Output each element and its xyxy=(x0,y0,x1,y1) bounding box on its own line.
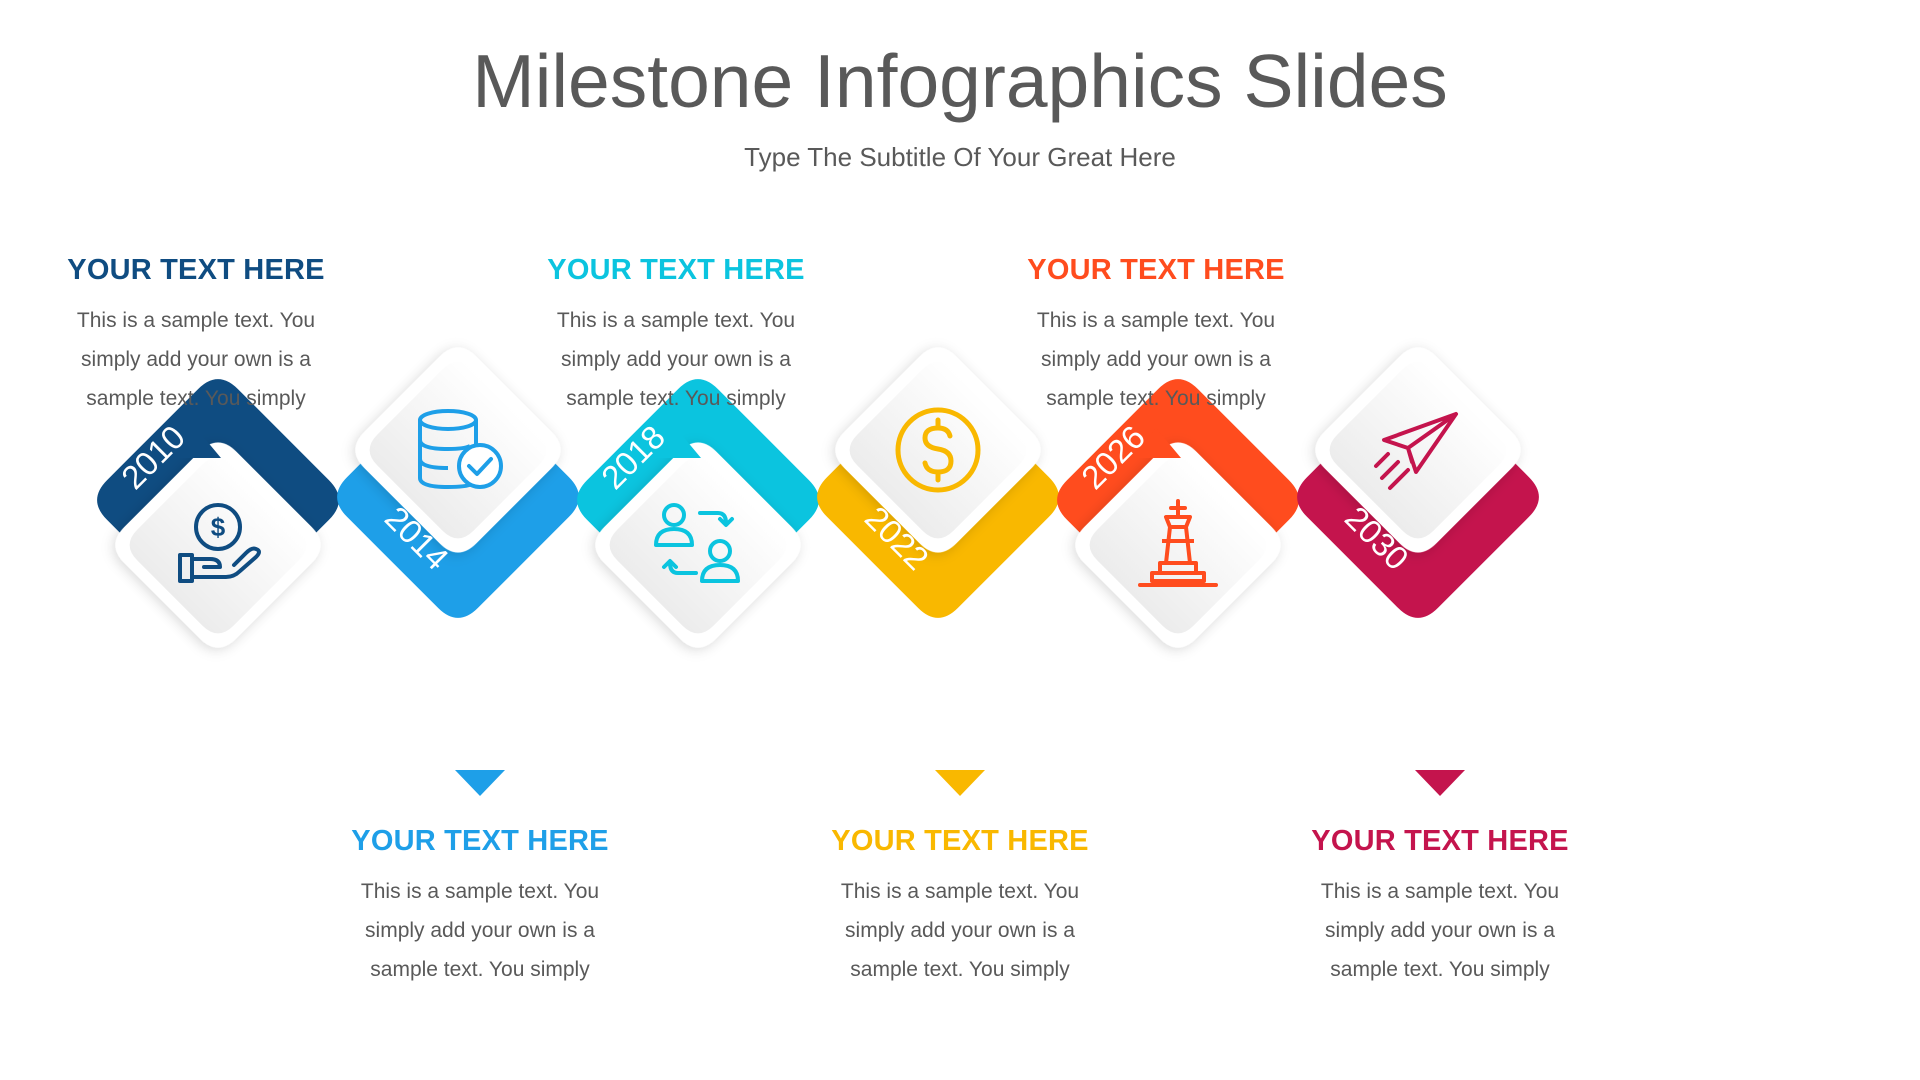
paper-plane-icon xyxy=(1374,412,1458,490)
milestone-description: This is a sample text. You simply add you… xyxy=(996,301,1316,418)
description-line: sample text. You simply xyxy=(1330,958,1550,981)
milestone-2014: 2014 xyxy=(337,347,579,796)
description-line: sample text. You simply xyxy=(566,387,786,410)
hand-dollar-icon: $ xyxy=(178,503,261,583)
slide-title: Milestone Infographics Slides xyxy=(472,39,1448,123)
milestone-pointer xyxy=(651,428,701,458)
description-line: sample text. You simply xyxy=(86,387,306,410)
description-line: simply add your own is a xyxy=(1041,348,1271,371)
milestone-text-2030: YOUR TEXT HERE This is a sample text. You… xyxy=(1280,825,1600,989)
description-line: simply add your own is a xyxy=(845,919,1075,942)
milestone-2018: 2018 xyxy=(577,379,819,648)
description-line: simply add your own is a xyxy=(1325,919,1555,942)
milestone-description: This is a sample text. You simply add you… xyxy=(516,301,836,418)
users-exchange-icon xyxy=(654,503,740,583)
milestone-pointer xyxy=(171,428,221,458)
milestone-card-inner xyxy=(609,456,787,634)
milestone-text-2010: YOUR TEXT HERE This is a sample text. You… xyxy=(36,254,356,418)
milestone-pointer xyxy=(1415,770,1465,796)
chess-king-icon xyxy=(1138,499,1218,587)
milestone-text-2026: YOUR TEXT HERE This is a sample text. You… xyxy=(996,254,1316,418)
milestone-heading: YOUR TEXT HERE xyxy=(1027,254,1285,286)
milestone-heading: YOUR TEXT HERE xyxy=(547,254,805,286)
description-line: sample text. You simply xyxy=(370,958,590,981)
description-line: simply add your own is a xyxy=(561,348,791,371)
description-line: This is a sample text. You xyxy=(360,880,600,903)
description-line: sample text. You simply xyxy=(850,958,1070,981)
milestone-pointer xyxy=(455,770,505,796)
description-line: This is a sample text. You xyxy=(76,309,316,332)
svg-text:$: $ xyxy=(211,512,226,542)
dollar-coin-icon xyxy=(895,407,981,493)
milestone-2026: 2026 xyxy=(1057,379,1299,648)
milestone-2030: 2030 xyxy=(1297,347,1539,796)
description-line: sample text. You simply xyxy=(1046,387,1266,410)
milestone-description: This is a sample text. You simply add you… xyxy=(1280,872,1600,989)
slide-subtitle: Type The Subtitle Of Your Great Here xyxy=(744,142,1176,172)
milestone-pointer xyxy=(1131,428,1181,458)
milestone-heading: YOUR TEXT HERE xyxy=(67,254,325,286)
database-check-icon xyxy=(418,409,503,490)
description-line: simply add your own is a xyxy=(81,348,311,371)
milestone-description: This is a sample text. You simply add you… xyxy=(800,872,1120,989)
milestone-text-2022: YOUR TEXT HERE This is a sample text. You… xyxy=(800,825,1120,989)
milestone-pointer xyxy=(935,770,985,796)
milestone-card-inner xyxy=(1089,456,1267,634)
milestone-description: This is a sample text. You simply add you… xyxy=(320,872,640,989)
milestone-heading: YOUR TEXT HERE xyxy=(351,825,609,857)
milestone-card-inner xyxy=(1329,361,1507,539)
milestone-heading: YOUR TEXT HERE xyxy=(831,825,1089,857)
milestone-text-2014: YOUR TEXT HERE This is a sample text. You… xyxy=(320,825,640,989)
description-line: simply add your own is a xyxy=(365,919,595,942)
milestone-card-inner xyxy=(129,456,307,634)
description-line: This is a sample text. You xyxy=(556,309,796,332)
description-line: This is a sample text. You xyxy=(840,880,1080,903)
milestone-text-2018: YOUR TEXT HERE This is a sample text. You… xyxy=(516,254,836,418)
milestone-description: This is a sample text. You simply add you… xyxy=(36,301,356,418)
description-line: This is a sample text. You xyxy=(1036,309,1276,332)
milestone-heading: YOUR TEXT HERE xyxy=(1311,825,1569,857)
description-line: This is a sample text. You xyxy=(1320,880,1560,903)
